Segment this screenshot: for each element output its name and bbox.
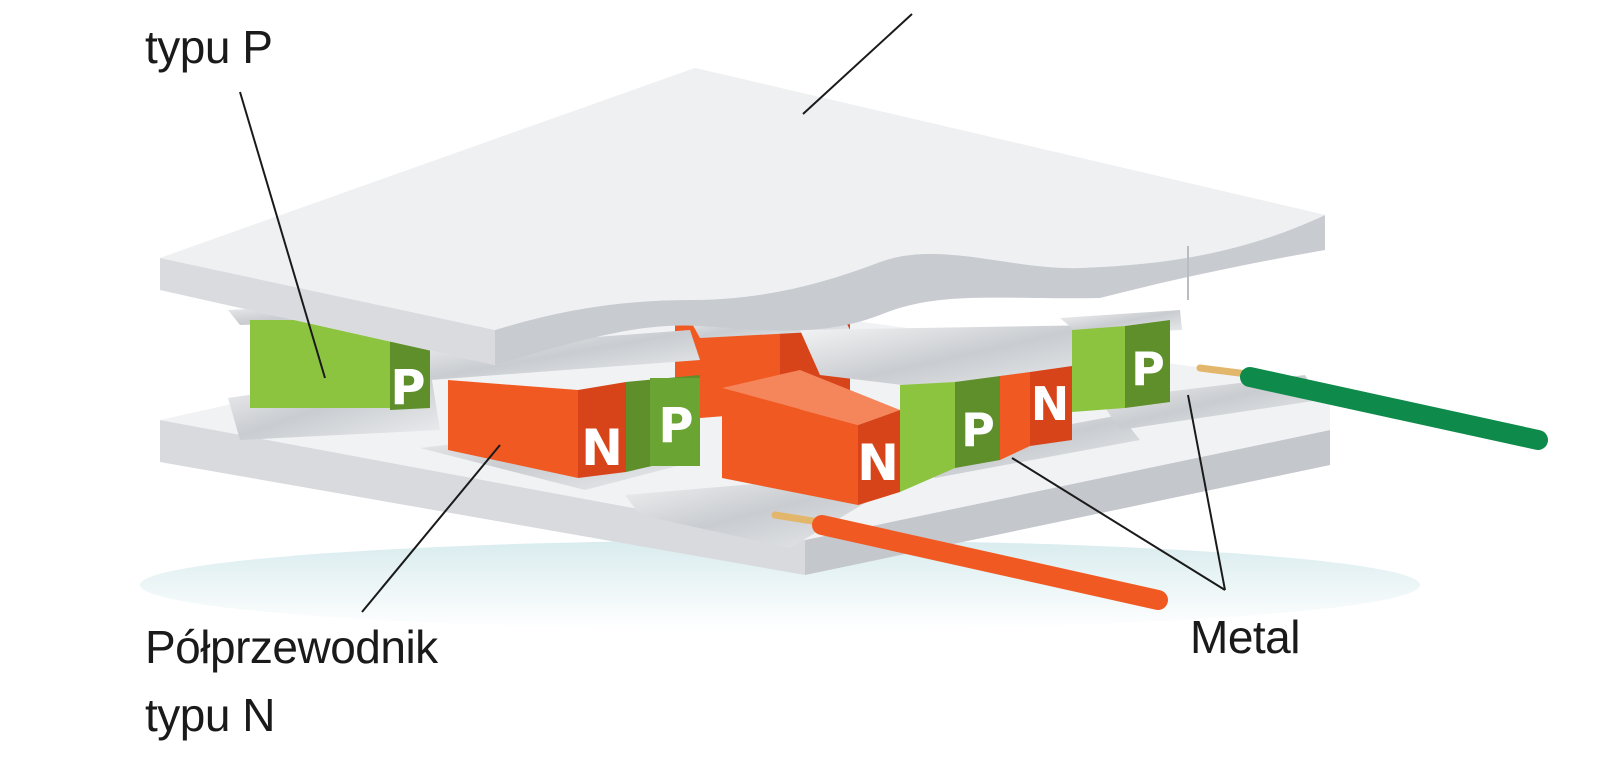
- p-element-3-letter: P: [961, 403, 995, 457]
- leader-lines: [239, 13, 1226, 613]
- top-plate: [160, 68, 1325, 365]
- p-element-2: P: [626, 375, 700, 472]
- leader-n-type: [361, 444, 501, 613]
- leader-metal-2: [1187, 394, 1226, 591]
- module-shadow: [140, 540, 1420, 630]
- n-element-3-letter: N: [1031, 377, 1070, 431]
- leader-metal-1: [1011, 457, 1226, 591]
- p-element-2-letter: P: [658, 398, 693, 454]
- n-element-2: N: [722, 370, 900, 505]
- n-element-3: N: [1000, 366, 1072, 460]
- n-type-label-line1: Półprzewodnik: [145, 621, 438, 673]
- n-type-label-line2: typu N: [145, 689, 275, 741]
- p-element-1-letter: P: [390, 360, 425, 416]
- metal-label: Metal: [1190, 611, 1300, 663]
- p-element-3: P: [900, 376, 1000, 492]
- leader-top-plate: [802, 13, 913, 115]
- p-type-label-line2: typu P: [145, 21, 273, 73]
- wires: [771, 364, 1548, 610]
- n-element-1-letter: N: [581, 419, 623, 477]
- p-element-4: P: [1072, 320, 1170, 412]
- n-element-1: N: [448, 380, 626, 478]
- leader-p-type: [239, 91, 326, 379]
- n-element-2-letter: N: [857, 434, 899, 492]
- p-element-4-letter: P: [1131, 342, 1165, 396]
